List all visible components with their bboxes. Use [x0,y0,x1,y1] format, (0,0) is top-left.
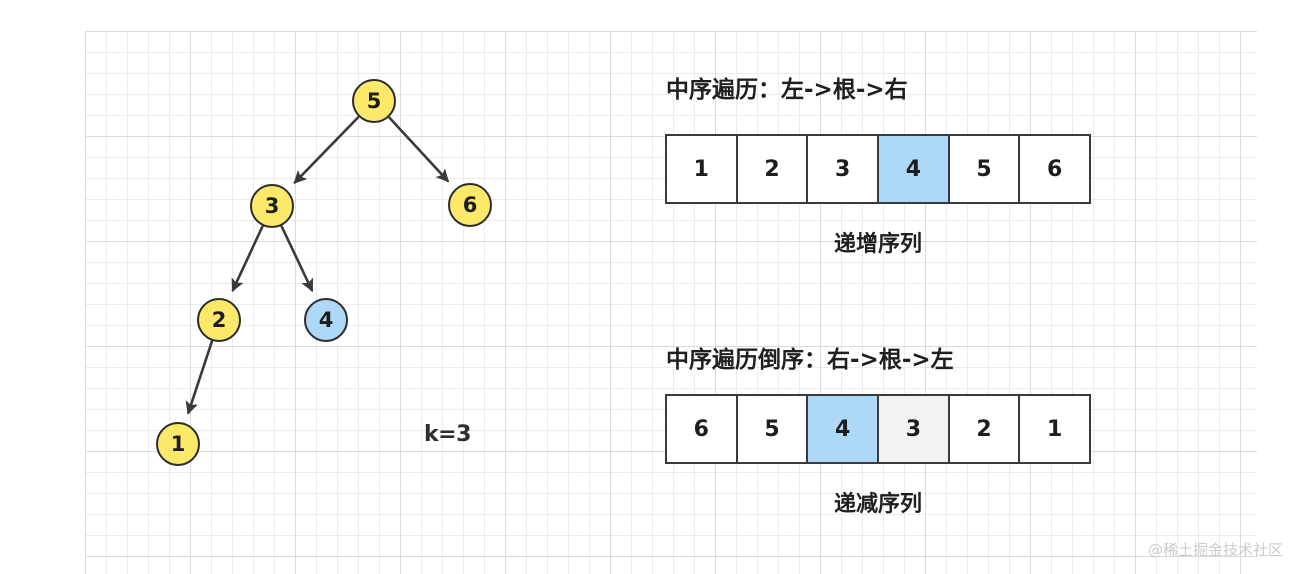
reverse-inorder-cell-3: 3 [879,396,950,462]
cell-value: 5 [976,156,992,182]
tree-node-label: 1 [170,431,186,456]
cell-value: 4 [835,416,851,442]
inorder-cell-2: 3 [808,136,880,202]
tree-node-label: 2 [211,307,227,332]
tree-node-label: 3 [264,193,280,218]
reverse-inorder-cell-1: 5 [737,396,809,462]
tree-node-label: 4 [318,307,334,332]
cell-value: 2 [764,156,780,182]
tree-edge-3-to-4 [280,225,314,293]
cell-value: 3 [835,156,851,182]
reverse-inorder-cell-5: 1 [1020,396,1090,462]
tree-edge-5-to-3 [293,116,360,184]
tree-edge-3-to-2 [231,225,264,292]
inorder-cell-3: 4 [879,136,950,202]
cell-value: 3 [905,416,921,442]
tree-node-label: 5 [366,88,382,113]
tree-node-6: 6 [448,183,492,227]
tree-node-5: 5 [352,79,396,123]
inorder-cell-0: 1 [667,136,738,202]
tree-node-4: 4 [304,298,348,342]
inorder-heading: 中序遍历：左->根->右 [666,77,908,103]
reverse-inorder-sequence-table: 6 5 4 3 2 1 [665,394,1091,464]
cell-value: 1 [693,156,709,182]
cell-value: 6 [1047,156,1063,182]
inorder-caption: 递增序列 [833,232,922,257]
reverse-inorder-caption: 递减序列 [833,492,922,517]
binary-search-tree-panel: 5 3 6 2 4 1 k=3 [0,0,640,574]
tree-node-2: 2 [197,298,241,342]
reverse-inorder-cell-2: 4 [808,396,880,462]
cell-value: 2 [976,416,992,442]
reverse-inorder-cell-0: 6 [667,396,738,462]
tree-edge-5-to-6 [388,116,450,183]
cell-value: 4 [905,156,921,182]
tree-node-3: 3 [250,184,294,228]
k-value-label: k=3 [424,422,471,447]
inorder-sequence-table: 1 2 3 4 5 6 [665,134,1091,204]
inorder-sequence-table-wrap: 1 2 3 4 5 6 递增序列 [665,134,1091,258]
cell-value: 5 [764,416,780,442]
reverse-inorder-cell-4: 2 [949,396,1021,462]
cell-value: 1 [1047,416,1063,442]
reverse-inorder-heading: 中序遍历倒序：右->根->左 [666,347,954,373]
tree-node-label: 6 [462,192,478,217]
tree-edges-layer [185,116,450,415]
tree-node-1: 1 [156,422,200,466]
cell-value: 6 [693,416,709,442]
inorder-cell-5: 6 [1020,136,1090,202]
inorder-cell-1: 2 [737,136,809,202]
site-watermark: @稀土掘金技术社区 [1147,541,1283,559]
reverse-inorder-sequence-table-wrap: 6 5 4 3 2 1 递减序列 [665,394,1091,518]
section-inorder: 中序遍历：左->根->右 [666,70,908,104]
tree-edge-2-to-1 [185,340,214,415]
graph-paper-grid [85,31,1257,574]
inorder-cell-4: 5 [949,136,1021,202]
section-reverse-inorder: 中序遍历倒序：右->根->左 [666,340,954,374]
